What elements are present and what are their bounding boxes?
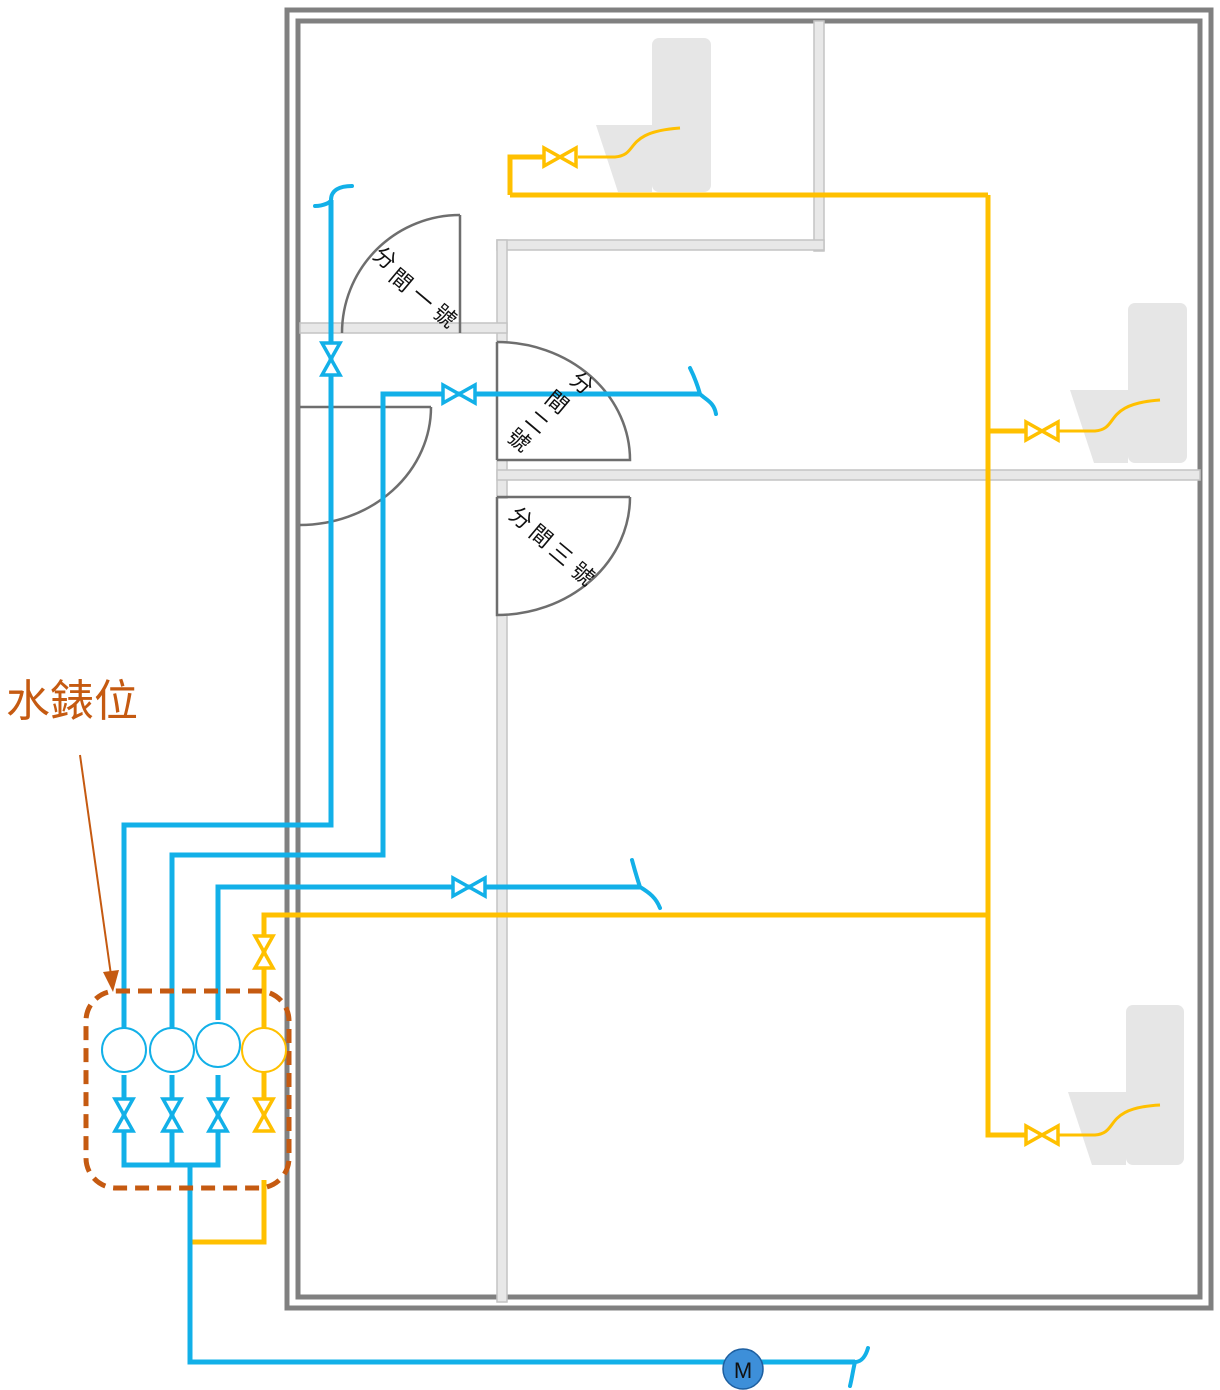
- meter-position-label: 水錶位: [6, 677, 138, 726]
- room-3-label: 分 間 三 號: [504, 502, 599, 591]
- water-meter-icon: [241, 1027, 287, 1073]
- door-room-2: [495, 340, 632, 462]
- room-2-label: 分 間 二 號: [502, 367, 598, 457]
- door-corridor: [299, 405, 433, 527]
- main-meter-label: M: [734, 1358, 752, 1383]
- svg-text:號: 號: [566, 558, 599, 591]
- toilet-icon: [1070, 303, 1187, 463]
- hot-water-fixture-hoses: [578, 126, 1161, 1137]
- toilet-icon: [1068, 1005, 1184, 1165]
- room-1-label: 分 間 一 號: [368, 242, 461, 333]
- outer-wall: [284, 7, 1214, 1311]
- svg-text:一: 一: [406, 282, 439, 315]
- meter-leader-arrow: [79, 754, 119, 992]
- pipe-cap-icon: [313, 184, 870, 1388]
- meter-box: [83, 988, 292, 1191]
- door-room-3: [495, 495, 632, 617]
- gate-valve-icon: [253, 146, 1060, 1146]
- toilet-icon: [596, 38, 711, 192]
- water-meter-icon: [722, 1348, 764, 1390]
- water-meter-icon: [101, 1022, 241, 1073]
- door-room-1: [340, 213, 462, 334]
- partition-walls: [299, 20, 1201, 1303]
- hot-water-pipes: [190, 154, 1030, 1245]
